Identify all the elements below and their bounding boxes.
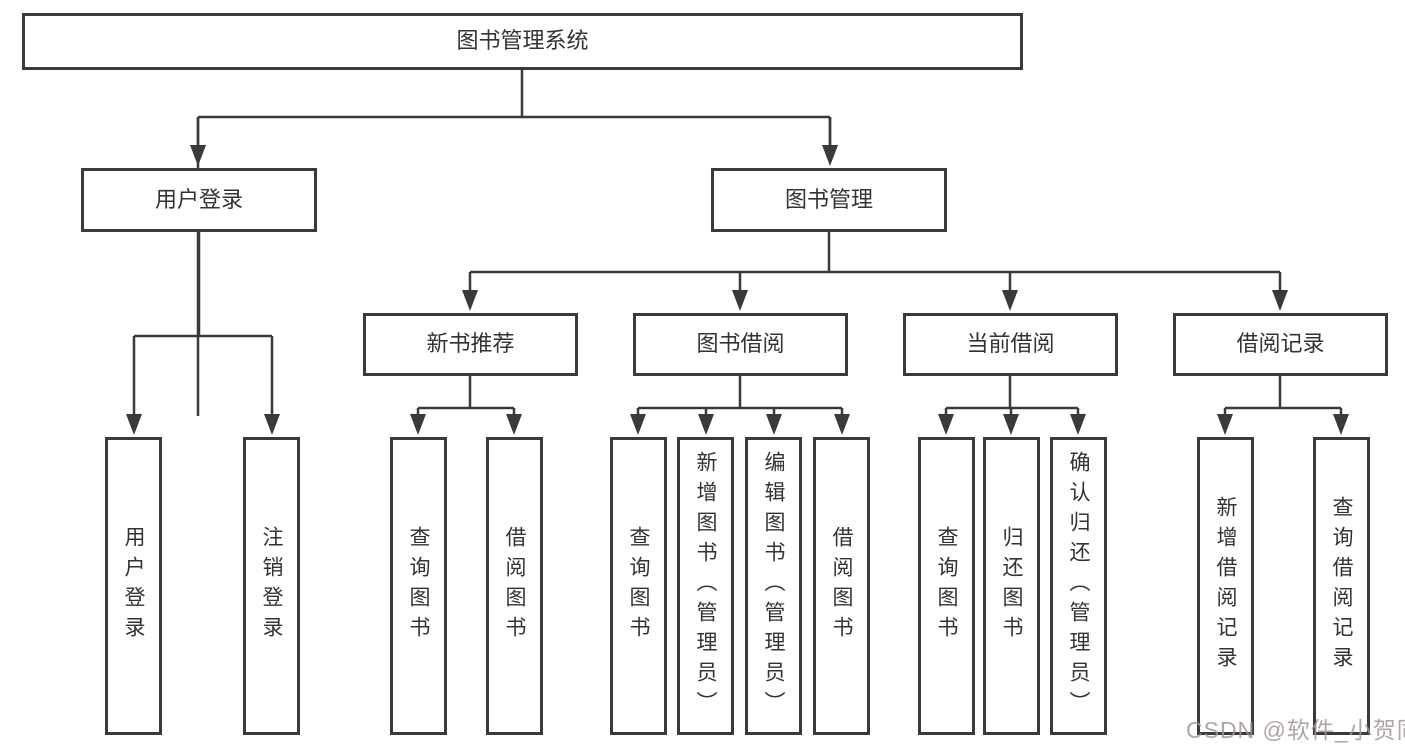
node-current-borrow-label: 当前借阅 [966, 331, 1055, 357]
leaf-add-book-admin: 新增图书（管理员） [677, 437, 734, 735]
connector-current-borrow-branch [944, 374, 1080, 420]
connector-new-book-branch [416, 374, 516, 420]
connector-book-mgmt-branch [468, 230, 1282, 295]
leaf-query-borrow-record-label: 查询借阅记录 [1330, 496, 1353, 676]
node-user-login: 用户登录 [81, 168, 317, 232]
leaf-query-book-current-label: 查询图书 [935, 526, 958, 646]
leaf-query-borrow-record: 查询借阅记录 [1313, 437, 1370, 735]
csdn-watermark: CSDN @软件_小贺同学 [1186, 717, 1405, 743]
node-borrow-records: 借阅记录 [1173, 313, 1388, 376]
connector-user-login-branch [132, 230, 274, 420]
leaf-add-borrow-record-label: 新增借阅记录 [1214, 496, 1237, 676]
leaf-query-book-recommend-label: 查询图书 [407, 526, 430, 646]
leaf-confirm-return-admin: 确认归还（管理员） [1050, 437, 1107, 735]
leaf-borrow-book-recommend: 借阅图书 [486, 437, 543, 735]
node-root-system: 图书管理系统 [22, 13, 1023, 70]
leaf-add-borrow-record: 新增借阅记录 [1197, 437, 1254, 735]
leaf-query-book-borrow-label: 查询图书 [627, 526, 650, 646]
node-root-label: 图书管理系统 [456, 28, 589, 54]
node-new-book-recommend-label: 新书推荐 [426, 331, 515, 357]
node-book-borrow: 图书借阅 [633, 313, 848, 376]
leaf-borrow-book-label: 借阅图书 [830, 526, 853, 646]
leaf-confirm-return-admin-label: 确认归还（管理员） [1067, 451, 1090, 721]
leaf-logout-label: 注销登录 [260, 526, 283, 646]
leaf-borrow-book-recommend-label: 借阅图书 [503, 526, 526, 646]
node-new-book-recommend: 新书推荐 [363, 313, 578, 376]
leaf-borrow-book: 借阅图书 [813, 437, 870, 735]
leaf-query-book-recommend: 查询图书 [390, 437, 447, 735]
leaf-user-login-label: 用户登录 [122, 526, 145, 646]
node-book-management: 图书管理 [711, 168, 947, 232]
leaf-user-login: 用户登录 [105, 437, 162, 735]
leaf-edit-book-admin: 编辑图书（管理员） [745, 437, 802, 735]
arrowheads [126, 145, 1349, 435]
node-borrow-records-label: 借阅记录 [1236, 331, 1325, 357]
connector-root-branch [196, 70, 832, 416]
connector-book-borrow-branch [636, 374, 844, 420]
leaf-logout: 注销登录 [243, 437, 300, 735]
connector-borrow-records-branch [1223, 374, 1343, 420]
node-book-borrow-label: 图书借阅 [696, 331, 785, 357]
leaf-query-book-borrow: 查询图书 [610, 437, 667, 735]
leaf-add-book-admin-label: 新增图书（管理员） [694, 451, 717, 721]
leaf-return-book-label: 归还图书 [1000, 526, 1023, 646]
node-book-management-label: 图书管理 [784, 186, 873, 212]
node-current-borrow: 当前借阅 [903, 313, 1118, 376]
leaf-edit-book-admin-label: 编辑图书（管理员） [762, 451, 785, 721]
node-user-login-label: 用户登录 [154, 186, 243, 212]
leaf-query-book-current: 查询图书 [918, 437, 975, 735]
leaf-return-book: 归还图书 [983, 437, 1040, 735]
